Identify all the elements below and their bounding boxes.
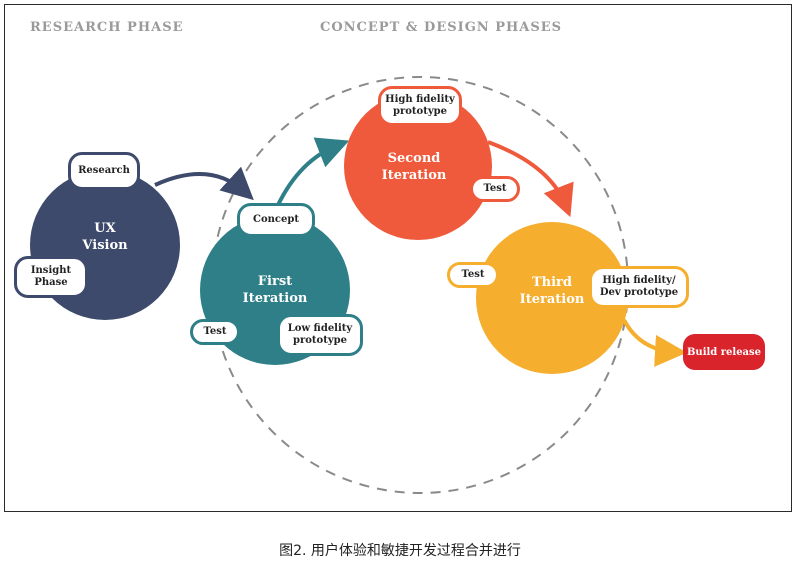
first-iteration-title: First Iteration [242,274,308,306]
ux-vision-title: UX Vision [82,221,128,253]
research-label: Research [68,152,140,190]
test-second-label: Test [470,176,520,202]
high-fidelity-prototype-label: High fidelity prototype [378,86,462,126]
arrow-first-to-second [276,137,350,206]
build-release-badge: Build release [683,334,765,370]
figure-caption: 图2. 用户体验和敏捷开发过程合并进行 [279,543,521,559]
high-fidelity-dev-prototype-label: High fidelity/ Dev prototype [589,266,689,308]
concept-label: Concept [237,203,315,237]
third-iteration-title: Third Iteration [519,275,585,307]
concept-design-phases-label: CONCEPT & DESIGN PHASES [320,20,563,35]
test-third-label: Test [447,262,499,288]
low-fidelity-prototype-label: Low fidelity prototype [277,314,363,356]
second-iteration-title: Second Iteration [381,151,447,183]
arrow-ux-to-first [154,166,254,201]
insight-phase-label: Insight Phase [14,256,88,298]
arrow-second-to-third [487,140,574,218]
arrow-third-to-build [622,319,687,367]
research-phase-label: RESEARCH PHASE [30,20,184,35]
test-first-label: Test [190,319,240,345]
